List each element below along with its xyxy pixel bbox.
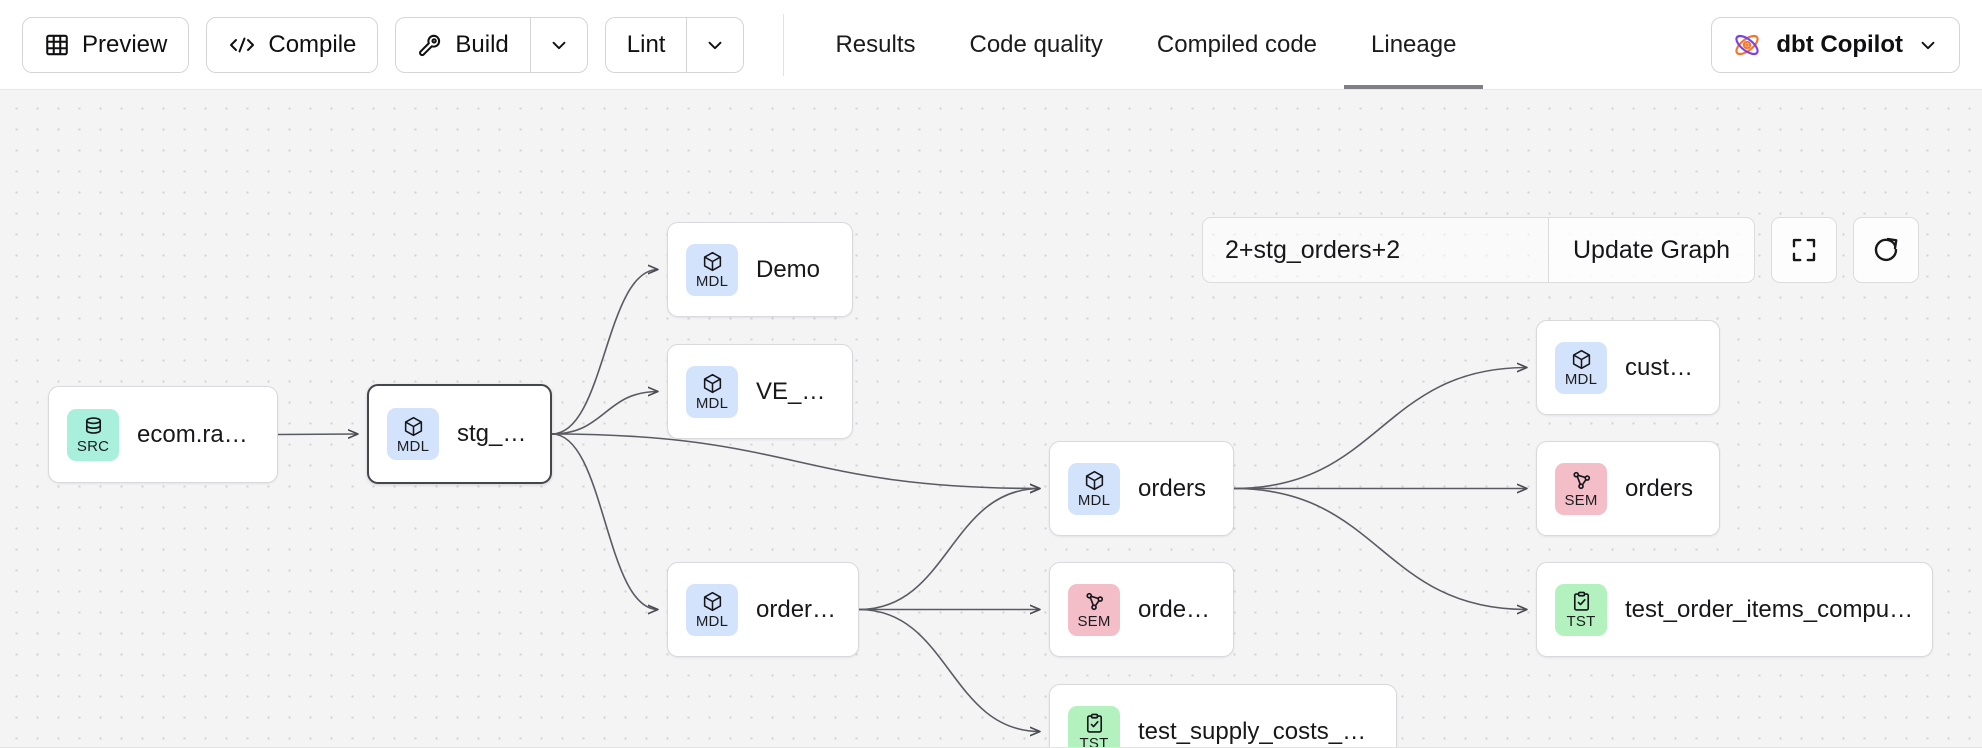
tab-lineage-label: Lineage (1371, 30, 1457, 58)
lineage-node-label: test_supply_costs_sum_correctly (1138, 717, 1378, 745)
lineage-node-label: order_items (756, 595, 840, 623)
lineage-node-label: VE_Demo (756, 377, 834, 405)
lineage-node-test_order_items[interactable]: TST test_order_items_compute_to_bools_c..… (1536, 562, 1933, 657)
mdl-badge-icon: MDL (1555, 341, 1607, 394)
copilot-container: dbt Copilot (1711, 16, 1982, 73)
dbt-atom-icon (1732, 30, 1762, 60)
sem-badge-icon: SEM (1555, 462, 1607, 515)
tst-badge-icon: TST (1068, 705, 1120, 747)
toolbar-divider (783, 13, 785, 76)
lineage-node-customers[interactable]: MDL customers (1536, 320, 1720, 415)
lineage-node-label: Demo (756, 255, 821, 283)
fullscreen-button[interactable] (1771, 217, 1838, 283)
lint-button[interactable]: Lint (604, 16, 687, 73)
lineage-edge (277, 434, 358, 435)
update-graph-button[interactable]: Update Graph (1548, 218, 1755, 282)
graph-selector-input[interactable] (1203, 218, 1548, 282)
lineage-node-ve_demo[interactable]: MDL VE_Demo (667, 344, 853, 439)
tab-compiled-code[interactable]: Compiled code (1130, 0, 1344, 89)
build-button-group: Build (395, 16, 588, 73)
tab-code-quality[interactable]: Code quality (943, 0, 1130, 89)
sem-badge-icon: SEM (1068, 583, 1120, 636)
lineage-node-label: orders (1138, 474, 1207, 502)
lineage-canvas[interactable]: SRCecom.raw_ordersMDLstg_ordersMDLDemoMD… (0, 90, 1982, 748)
editor-toolbar: Preview Compile (0, 0, 785, 89)
lineage-node-ecom_raw_orders[interactable]: SRC ecom.raw_orders (48, 386, 278, 483)
lineage-edge (551, 433, 1040, 489)
update-graph-label: Update Graph (1573, 235, 1731, 264)
chevron-down-icon (704, 34, 726, 56)
lineage-node-test_supply_costs[interactable]: TST test_supply_costs_sum_correctly (1049, 684, 1397, 747)
dbt-copilot-label: dbt Copilot (1776, 30, 1903, 58)
chevron-down-icon (1917, 34, 1939, 56)
tab-lineage[interactable]: Lineage (1344, 0, 1484, 89)
build-button-label: Build (455, 30, 509, 58)
preview-button[interactable]: Preview (22, 16, 190, 73)
build-button[interactable]: Build (395, 16, 530, 73)
lineage-edge (858, 489, 1040, 611)
lineage-node-demo[interactable]: MDL Demo (667, 222, 853, 317)
compile-button-label: Compile (268, 30, 357, 58)
tab-results[interactable]: Results (808, 0, 942, 89)
lineage-node-orders_sem[interactable]: SEM orders (1536, 441, 1720, 536)
mdl-badge-icon: MDL (686, 583, 738, 636)
panel-tabs: Results Code quality Compiled code Linea… (808, 0, 1484, 89)
expand-icon (1789, 235, 1819, 265)
table-icon (44, 32, 70, 58)
lineage-node-order_items[interactable]: MDL order_items (667, 562, 859, 657)
wrench-icon (417, 32, 443, 58)
lineage-node-label: test_order_items_compute_to_bools_c... (1625, 595, 1914, 623)
lineage-node-label: customers (1625, 353, 1701, 381)
lineage-edge (551, 392, 658, 435)
tab-compiled-code-label: Compiled code (1156, 30, 1318, 58)
lineage-node-stg_orders[interactable]: MDL stg_orders (367, 384, 552, 484)
tab-code-quality-label: Code quality (969, 30, 1103, 58)
mdl-badge-icon: MDL (686, 365, 738, 418)
lint-button-label: Lint (626, 30, 666, 58)
tab-results-label: Results (835, 30, 916, 58)
lineage-edge (551, 270, 658, 435)
lineage-edge (551, 433, 658, 610)
lineage-edge (1233, 487, 1527, 610)
dbt-copilot-button[interactable]: dbt Copilot (1711, 16, 1960, 73)
refresh-icon (1871, 235, 1901, 265)
graph-selector-combo: Update Graph (1202, 217, 1756, 283)
lint-dropdown-button[interactable] (686, 16, 745, 73)
build-dropdown-button[interactable] (529, 16, 588, 73)
lineage-edge (1233, 368, 1527, 490)
lineage-node-order_item_sem[interactable]: SEM order_item (1049, 562, 1234, 657)
lineage-node-label: order_item (1138, 595, 1215, 623)
compile-button[interactable]: Compile (206, 16, 379, 73)
chevron-down-icon (548, 34, 570, 56)
refresh-button[interactable] (1853, 217, 1920, 283)
lineage-node-label: ecom.raw_orders (137, 420, 259, 448)
lint-button-group: Lint (604, 16, 745, 73)
tst-badge-icon: TST (1555, 583, 1607, 636)
app-header: Preview Compile (0, 0, 1982, 90)
mdl-badge-icon: MDL (387, 408, 439, 460)
src-badge-icon: SRC (67, 408, 119, 461)
mdl-badge-icon: MDL (686, 243, 738, 296)
lineage-node-label: orders (1625, 474, 1694, 502)
lineage-node-orders_mdl[interactable]: MDL orders (1049, 441, 1234, 536)
code-brackets-icon (228, 32, 256, 58)
graph-controls: Update Graph (1202, 217, 1920, 283)
lineage-edge (858, 608, 1040, 732)
lineage-node-label: stg_orders (457, 420, 532, 447)
mdl-badge-icon: MDL (1068, 462, 1120, 515)
preview-button-label: Preview (82, 30, 168, 58)
